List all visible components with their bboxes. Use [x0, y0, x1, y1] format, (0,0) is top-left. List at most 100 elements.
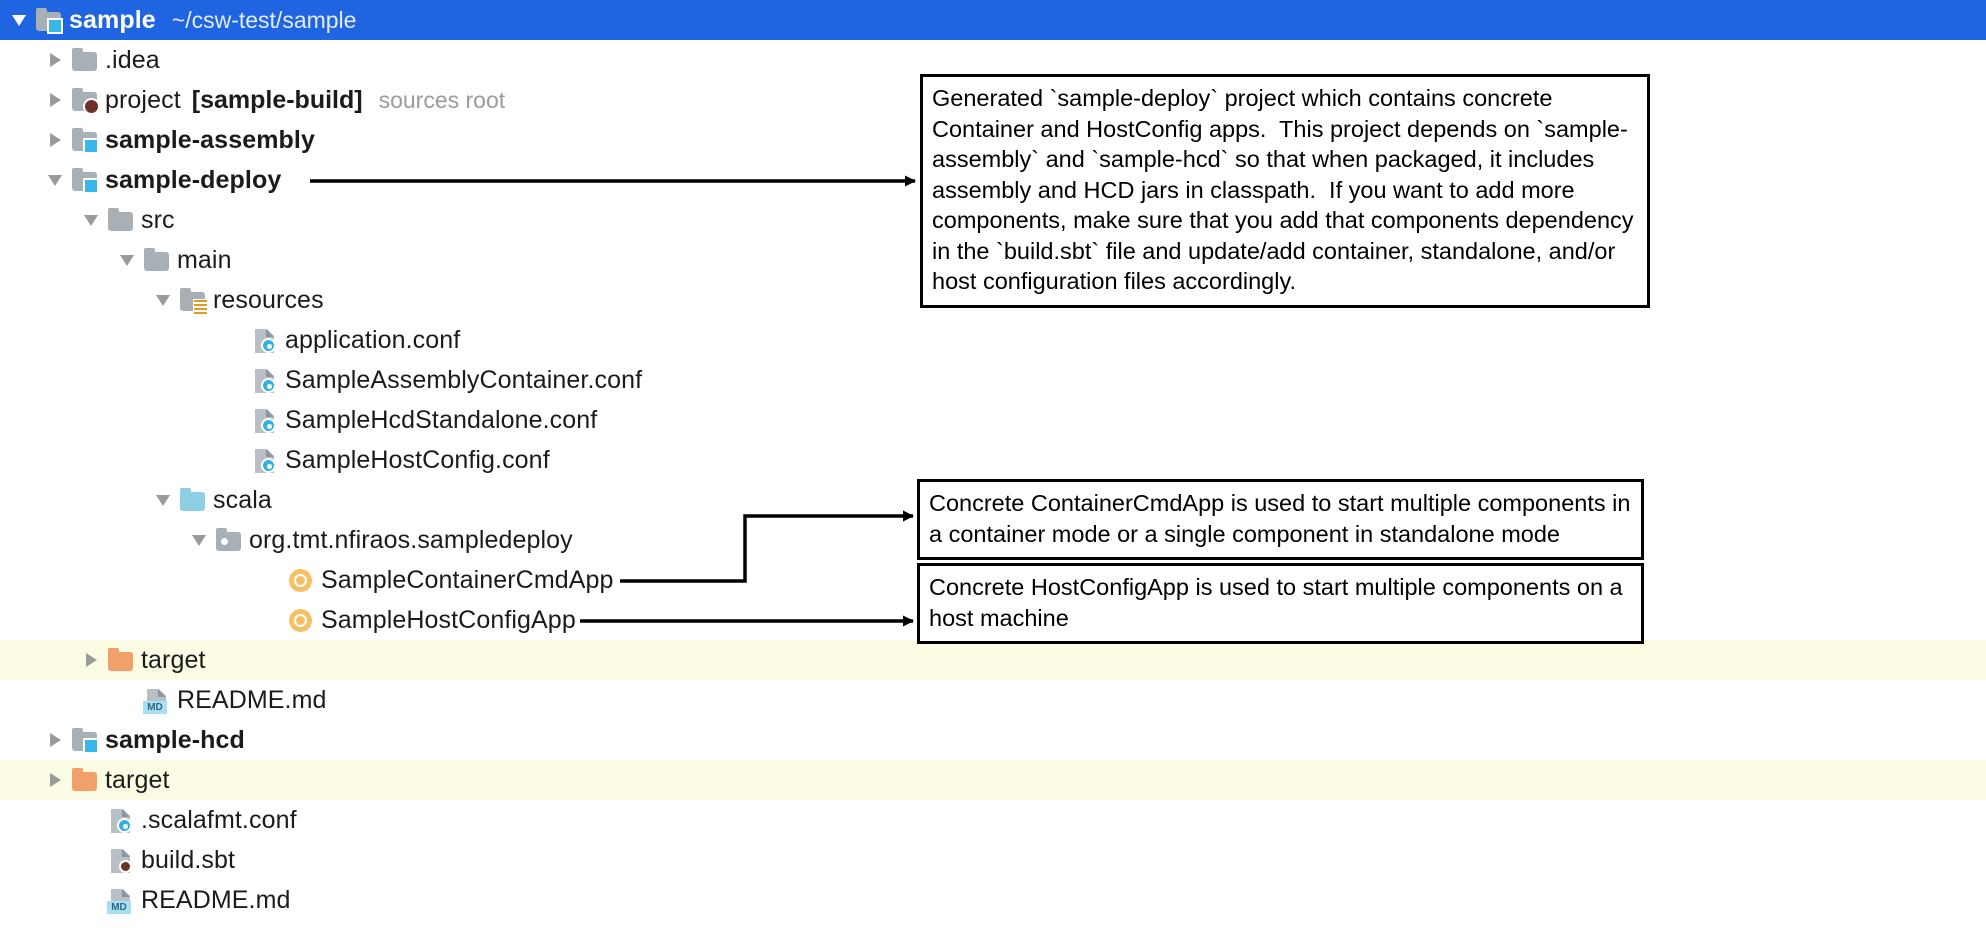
callout-line: Concrete HostConfigApp is used to start …	[929, 574, 1623, 600]
tree-row[interactable]: SampleContainerCmdApp	[0, 560, 1986, 600]
indent-spacer	[0, 620, 260, 621]
tree-row[interactable]: SampleHcdStandalone.conf	[0, 400, 1986, 440]
tree-row-label: build.sbt	[141, 845, 236, 874]
indent-spacer	[0, 860, 80, 861]
tree-row-label: SampleContainerCmdApp	[321, 565, 614, 594]
tree-row-label: org.tmt.nfiraos.sampledeploy	[249, 525, 573, 554]
tree-row-label: sample-deploy	[105, 165, 282, 194]
chevron-down-icon[interactable]	[152, 489, 174, 511]
tree-row-label: resources	[213, 285, 324, 314]
tree-row-label: project	[105, 85, 181, 114]
callout-deploy-note: Generated `sample-deploy` project which …	[920, 74, 1650, 308]
tree-row[interactable]: sample-deploy	[0, 160, 1986, 200]
tree-row-module-tag: [sample-build]	[191, 85, 363, 114]
callout-line: Container and HostConfig apps. This proj…	[932, 115, 1628, 142]
tree-row-label: sample-hcd	[105, 725, 245, 754]
indent-spacer	[0, 140, 44, 141]
conf-file-icon	[250, 446, 278, 474]
chevron-right-icon[interactable]	[44, 769, 66, 791]
tree-row[interactable]: SampleHostConfig.conf	[0, 440, 1986, 480]
callout-line: host configuration files accordingly.	[932, 268, 1297, 294]
tree-row[interactable]: src	[0, 200, 1986, 240]
callout-line: assembly and HCD jars in classpath. If y…	[932, 176, 1575, 203]
tree-row-label: scala	[213, 485, 272, 514]
tree-row-label: README.md	[177, 685, 327, 714]
tree-row-sublabel: sources root	[378, 86, 506, 113]
callout-line: host machine	[929, 604, 1069, 631]
tree-row-label: README.md	[141, 885, 291, 914]
tree-row-label: sample	[69, 5, 156, 34]
chevron-down-icon[interactable]	[80, 209, 102, 231]
tree-row[interactable]: SampleHostConfigApp	[0, 600, 1986, 640]
callout-host-config-note: Concrete HostConfigApp is used to start …	[917, 563, 1644, 644]
tree-row-label: target	[141, 645, 206, 674]
tree-row[interactable]: main	[0, 240, 1986, 280]
tree-row[interactable]: resources	[0, 280, 1986, 320]
folder-resources-icon	[178, 286, 208, 315]
folder-project-icon	[70, 86, 100, 115]
tree-row-label: SampleHcdStandalone.conf	[285, 405, 598, 434]
tree-row-label: src	[141, 205, 175, 234]
folder-target-icon	[106, 646, 134, 674]
tree-row[interactable]: SampleAssemblyContainer.conf	[0, 360, 1986, 400]
chevron-right-icon[interactable]	[44, 129, 66, 151]
tree-row[interactable]: build.sbt	[0, 840, 1986, 880]
chevron-down-icon[interactable]	[188, 529, 210, 551]
indent-spacer	[0, 740, 44, 741]
tree-row-sublabel: ~/csw-test/sample	[171, 6, 357, 33]
tree-row[interactable]: target	[0, 640, 1986, 680]
tree-row[interactable]: sample-hcd	[0, 720, 1986, 760]
indent-spacer	[0, 220, 80, 221]
tree-row-label: SampleHostConfig.conf	[285, 445, 550, 474]
callout-line: in the `build.sbt` file and update/add c…	[932, 237, 1616, 264]
callout-line: a container mode or a single component i…	[929, 520, 1560, 547]
callout-line: components, make sure that you add that …	[932, 207, 1634, 233]
indent-spacer	[0, 100, 44, 101]
tree-row-label: SampleAssemblyContainer.conf	[285, 365, 643, 394]
tree-row-label: application.conf	[285, 325, 461, 354]
tree-row[interactable]: sample ~/csw-test/sample	[0, 0, 1986, 40]
indent-spacer	[0, 500, 152, 501]
tree-row-label: sample-assembly	[105, 125, 315, 154]
folder-icon	[142, 246, 170, 274]
markdown-file-icon: MD	[142, 686, 170, 714]
folder-source-root-icon	[70, 126, 99, 154]
tree-row[interactable]: scala	[0, 480, 1986, 520]
indent-spacer	[0, 380, 224, 381]
chevron-down-icon[interactable]	[152, 289, 174, 311]
tree-row[interactable]: org.tmt.nfiraos.sampledeploy	[0, 520, 1986, 560]
indent-spacer	[0, 780, 44, 781]
tree-row-label: .scalafmt.conf	[141, 805, 297, 834]
chevron-right-icon[interactable]	[44, 89, 66, 111]
indent-spacer	[0, 900, 80, 901]
folder-target-icon	[70, 766, 98, 794]
folder-source-root-icon	[70, 726, 99, 754]
indent-spacer	[0, 260, 116, 261]
indent-spacer	[0, 20, 8, 21]
chevron-down-icon[interactable]	[116, 249, 138, 271]
chevron-right-icon[interactable]	[80, 649, 102, 671]
chevron-down-icon[interactable]	[8, 9, 30, 31]
indent-spacer	[0, 820, 80, 821]
tree-row[interactable]: application.conf	[0, 320, 1986, 360]
folder-icon	[70, 46, 98, 74]
chevron-right-icon[interactable]	[44, 729, 66, 751]
chevron-right-icon[interactable]	[44, 49, 66, 71]
folder-source-root-icon	[70, 166, 99, 194]
markdown-file-icon: MD	[106, 886, 134, 914]
tree-row-label: main	[177, 245, 232, 274]
tree-row[interactable]: .idea	[0, 40, 1986, 80]
tree-row[interactable]: .scalafmt.conf	[0, 800, 1986, 840]
indent-spacer	[0, 460, 224, 461]
tree-row[interactable]: target	[0, 760, 1986, 800]
tree-row[interactable]: project [sample-build] sources root	[0, 80, 1986, 120]
scala-object-icon	[286, 606, 314, 634]
chevron-down-icon[interactable]	[44, 169, 66, 191]
indent-spacer	[0, 340, 224, 341]
indent-spacer	[0, 660, 80, 661]
tree-row[interactable]: sample-assembly	[0, 120, 1986, 160]
